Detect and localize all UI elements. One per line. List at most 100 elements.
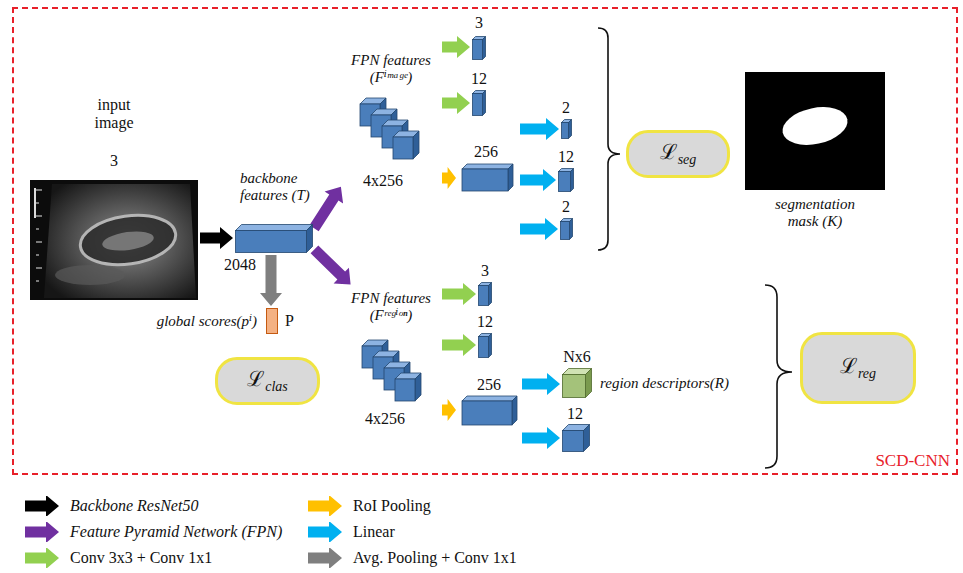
- kidney-outline: [77, 210, 179, 271]
- depth-tick: [36, 190, 42, 191]
- depth-tick: [36, 242, 42, 243]
- channel-count: 3: [475, 14, 483, 32]
- legend-arrow: [308, 548, 342, 568]
- cuboid-side: [586, 369, 592, 398]
- kidney-sinus: [101, 228, 155, 253]
- legend-arrow: [25, 496, 59, 516]
- block-arrow: [260, 255, 282, 306]
- cuboid-side: [415, 373, 421, 401]
- segmentation-mask-art: [745, 72, 885, 190]
- feature-block: 2: [560, 218, 573, 240]
- cuboid-front: [479, 286, 489, 306]
- loss-label: ℒseg: [660, 140, 697, 168]
- dimension-label: Nx6: [563, 348, 591, 366]
- cuboid-side: [508, 164, 513, 191]
- depth-tick: [36, 281, 39, 282]
- image-ground: [30, 180, 198, 300]
- dimension-label: P: [285, 312, 294, 330]
- feature-block-art: [472, 36, 486, 60]
- feature-block-art: [560, 218, 573, 240]
- block-arrow: [442, 36, 470, 58]
- mask-ground: [745, 72, 885, 190]
- feature-block: backbone features (T)2048: [235, 224, 313, 253]
- cuboid-front: [479, 337, 489, 358]
- cuboid-top: [462, 396, 517, 401]
- channel-count: 256: [477, 376, 501, 394]
- channel-count: 2048: [224, 256, 256, 274]
- frame-label: SCD-CNN: [875, 451, 950, 471]
- legend-arrow: [25, 522, 59, 542]
- feature-block: 12: [558, 168, 574, 192]
- block-arrow: [310, 187, 344, 232]
- legend-swatch: [22, 522, 62, 542]
- channel-count: 12: [558, 148, 574, 166]
- roi-feature-art: [458, 120, 518, 240]
- input-image: input image3: [30, 180, 198, 300]
- cuboid-side: [483, 37, 486, 60]
- fpn-stack: FPN features (Fʳᵉᵍⁱᵒⁿ)4x256: [342, 286, 440, 436]
- cuboid-front: [236, 231, 307, 253]
- legend-text: Avg. Pooling + Conv 1x1: [353, 549, 517, 567]
- depth-tick: [36, 216, 42, 217]
- block-arrow: [520, 169, 556, 191]
- cuboid-side: [512, 396, 517, 425]
- feature-label: FPN features (Fⁱᵐᵃᵍᵉ): [343, 52, 439, 87]
- legend-swatch: [22, 496, 62, 516]
- cuboid-front: [462, 401, 512, 425]
- block-arrow: [442, 399, 456, 421]
- scan-field: [44, 184, 196, 298]
- legend-arrow: [308, 522, 342, 542]
- block-arrow: [522, 427, 560, 449]
- legend-swatch: [305, 496, 345, 516]
- feature-block-art: [472, 90, 486, 116]
- scores-label: global scores(pⁱ): [157, 313, 257, 330]
- fpn-stack: FPN features (Fⁱᵐᵃᵍᵉ) 4x256: [342, 38, 440, 196]
- cuboid-front: [473, 40, 483, 60]
- cuboid-side: [584, 425, 590, 452]
- cuboid-top: [236, 225, 313, 231]
- feature-block: 3: [478, 282, 492, 306]
- image-label: input image: [83, 96, 145, 133]
- cuboid-side: [307, 225, 313, 253]
- loss-label: ℒreg: [840, 354, 876, 382]
- cuboid-side: [413, 131, 419, 159]
- cuboid-front: [395, 379, 415, 401]
- legend-text: Linear: [353, 523, 395, 541]
- feature-block-art: [235, 224, 313, 253]
- feature-block: 2: [561, 119, 572, 139]
- legend-text: Backbone ResNet50: [70, 497, 198, 515]
- cuboid-front: [393, 137, 413, 159]
- legend-text: Feature Pyramid Network (FPN): [70, 523, 282, 541]
- block-arrow: [311, 246, 351, 285]
- block-arrow: [200, 227, 233, 249]
- feature-block: 12: [478, 333, 492, 358]
- channel-count: 4x256: [363, 172, 403, 190]
- cuboid-front: [563, 431, 584, 452]
- depth-tick: [36, 203, 39, 204]
- channel-count: 2: [562, 198, 570, 216]
- channel-count: 2: [562, 99, 570, 117]
- block-arrow: [442, 92, 470, 114]
- curly-brace: [598, 28, 620, 250]
- input-image-art: [30, 180, 198, 300]
- cuboid-front: [563, 375, 586, 398]
- feature-cube-art: [562, 424, 590, 452]
- channel-count: 12: [477, 313, 493, 331]
- network-frame: SCD-CNNinput image3backbone features (T)…: [12, 7, 958, 475]
- descriptor-cube-art: [562, 368, 592, 398]
- mask-label: segmentation mask (K): [759, 196, 871, 231]
- channel-count: 12: [567, 405, 583, 423]
- gain-bar: [34, 188, 36, 218]
- cuboid-side: [489, 334, 492, 358]
- block-arrow: [520, 218, 558, 240]
- feature-label: backbone features (T): [240, 170, 332, 205]
- segmentation-mask: segmentation mask (K): [745, 72, 885, 190]
- roi-feature: 256: [458, 120, 518, 240]
- channel-count: 256: [474, 143, 498, 161]
- legend-text: Conv 3x3 + Conv 1x1: [70, 549, 212, 567]
- cuboid-front: [561, 222, 570, 240]
- legend-swatch: [305, 522, 345, 542]
- cuboid-front: [559, 172, 571, 192]
- legend-arrow: [308, 496, 342, 516]
- feature-block-art: [558, 168, 574, 192]
